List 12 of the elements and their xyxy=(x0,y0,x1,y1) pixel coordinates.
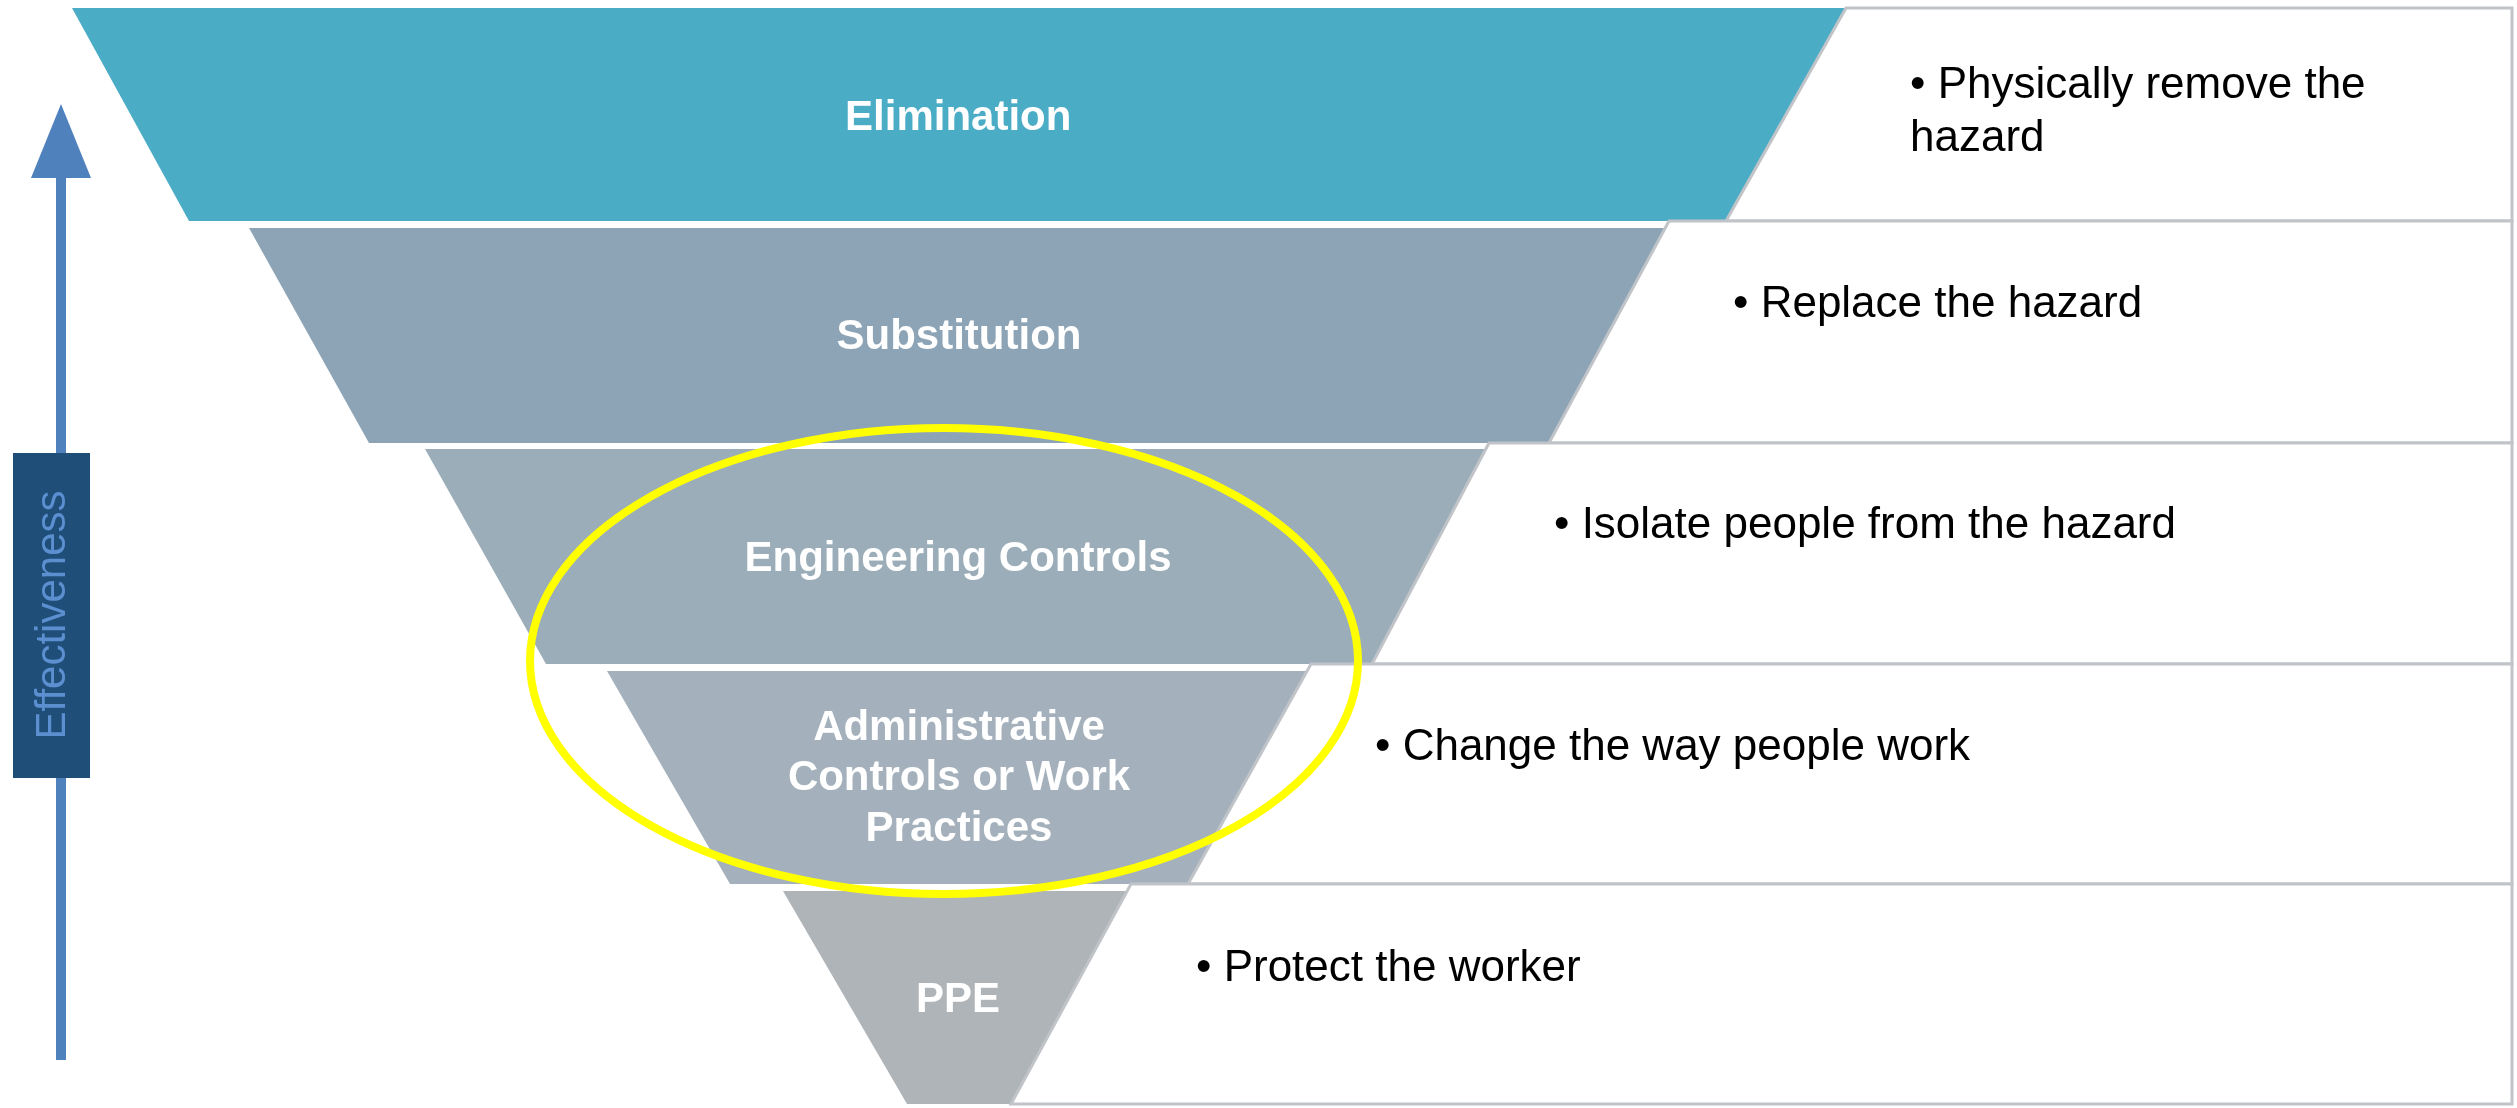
effectiveness-label: Effectiveness xyxy=(27,490,75,740)
description-text: • Physically remove the hazard xyxy=(1910,57,2367,162)
axis-label-box xyxy=(13,453,90,778)
control-level-label: Elimination xyxy=(844,90,1073,141)
control-level-label: Engineering Controls xyxy=(743,531,1173,582)
control-level-label: PPE xyxy=(914,972,1001,1023)
control-level-label: Substitution xyxy=(835,309,1083,360)
description-text: • Change the way people work xyxy=(1375,718,1972,771)
description-text: • Protect the worker xyxy=(1196,939,1582,992)
description-text: • Replace the hazard xyxy=(1733,275,2144,328)
control-level-label: Administrative Controls or Work Practices xyxy=(786,701,1132,853)
description-text: • Isolate people from the hazard xyxy=(1554,496,2177,549)
